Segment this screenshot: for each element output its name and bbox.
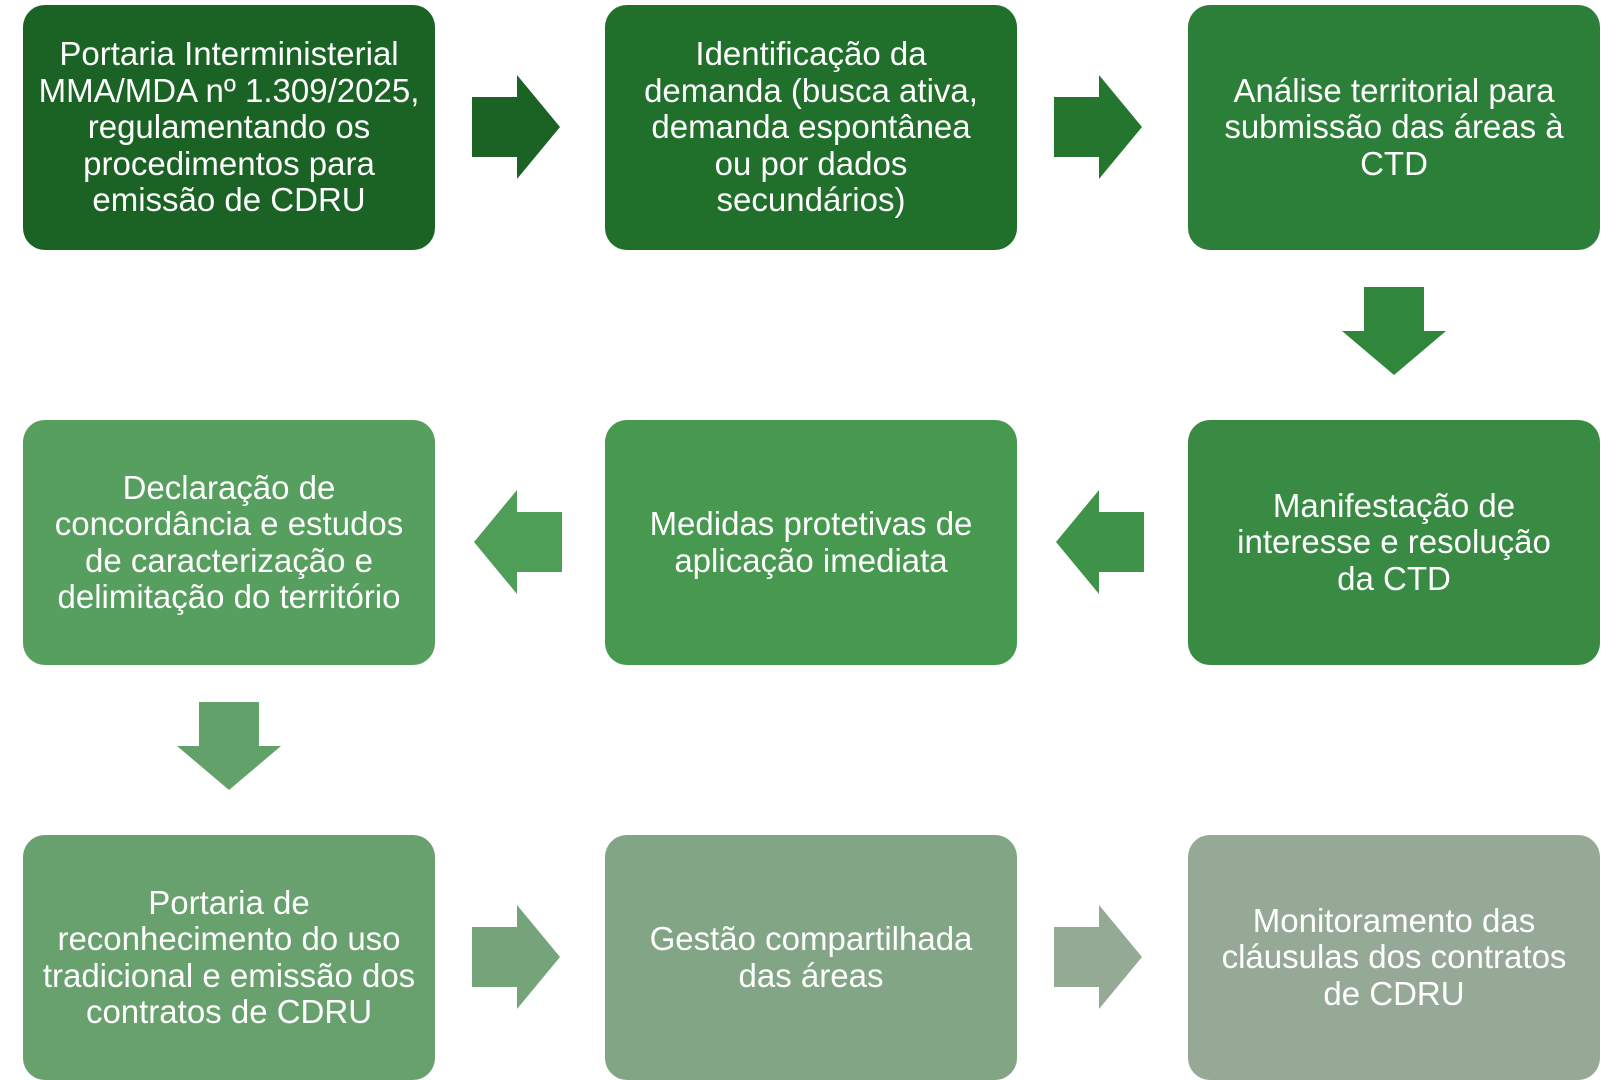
step-box-2: Identificação da demanda (busca ativa, d…	[605, 5, 1017, 250]
arrow-4-5	[1056, 490, 1144, 594]
step-box-7: Portaria de reconhecimento do uso tradic…	[23, 835, 435, 1080]
step-box-9: Monitoramento das cláusulas dos contrato…	[1188, 835, 1600, 1080]
step-text-3: Análise territorial para submissão das á…	[1224, 71, 1564, 182]
arrow-5-6	[474, 490, 562, 594]
arrow-7-8	[472, 905, 560, 1009]
arrow-down-icon	[177, 702, 281, 790]
step-text-2: Identificação da demanda (busca ativa, d…	[644, 35, 978, 219]
arrow-2-3	[1054, 75, 1142, 179]
step-text-8: Gestão compartilhada das áreas	[649, 920, 973, 994]
step-text-9: Monitoramento das cláusulas dos contrato…	[1221, 901, 1567, 1012]
step-box-5: Medidas protetivas de aplicação imediata	[605, 420, 1017, 665]
step-box-1: Portaria Interministerial MMA/MDA nº 1.3…	[23, 5, 435, 250]
arrow-down-icon	[1342, 287, 1446, 375]
step-box-6: Declaração de concordância e estudos de …	[23, 420, 435, 665]
step-text-5: Medidas protetivas de aplicação imediata	[649, 505, 973, 579]
arrow-right-icon	[1054, 905, 1142, 1009]
arrow-6-7	[177, 702, 281, 790]
step-box-8: Gestão compartilhada das áreas	[605, 835, 1017, 1080]
arrow-8-9	[1054, 905, 1142, 1009]
arrow-left-icon	[474, 490, 562, 594]
arrow-right-icon	[472, 905, 560, 1009]
step-box-4: Manifestação de interesse e resolução da…	[1188, 420, 1600, 665]
arrow-1-2	[472, 75, 560, 179]
step-text-7: Portaria de reconhecimento do uso tradic…	[42, 883, 416, 1030]
arrow-3-4	[1342, 287, 1446, 375]
arrow-left-icon	[1056, 490, 1144, 594]
step-text-1: Portaria Interministerial MMA/MDA nº 1.3…	[38, 35, 420, 219]
step-text-4: Manifestação de interesse e resolução da…	[1237, 486, 1551, 597]
step-box-3: Análise territorial para submissão das á…	[1188, 5, 1600, 250]
step-text-6: Declaração de concordância e estudos de …	[54, 468, 404, 615]
arrow-right-icon	[472, 75, 560, 179]
arrow-right-icon	[1054, 75, 1142, 179]
